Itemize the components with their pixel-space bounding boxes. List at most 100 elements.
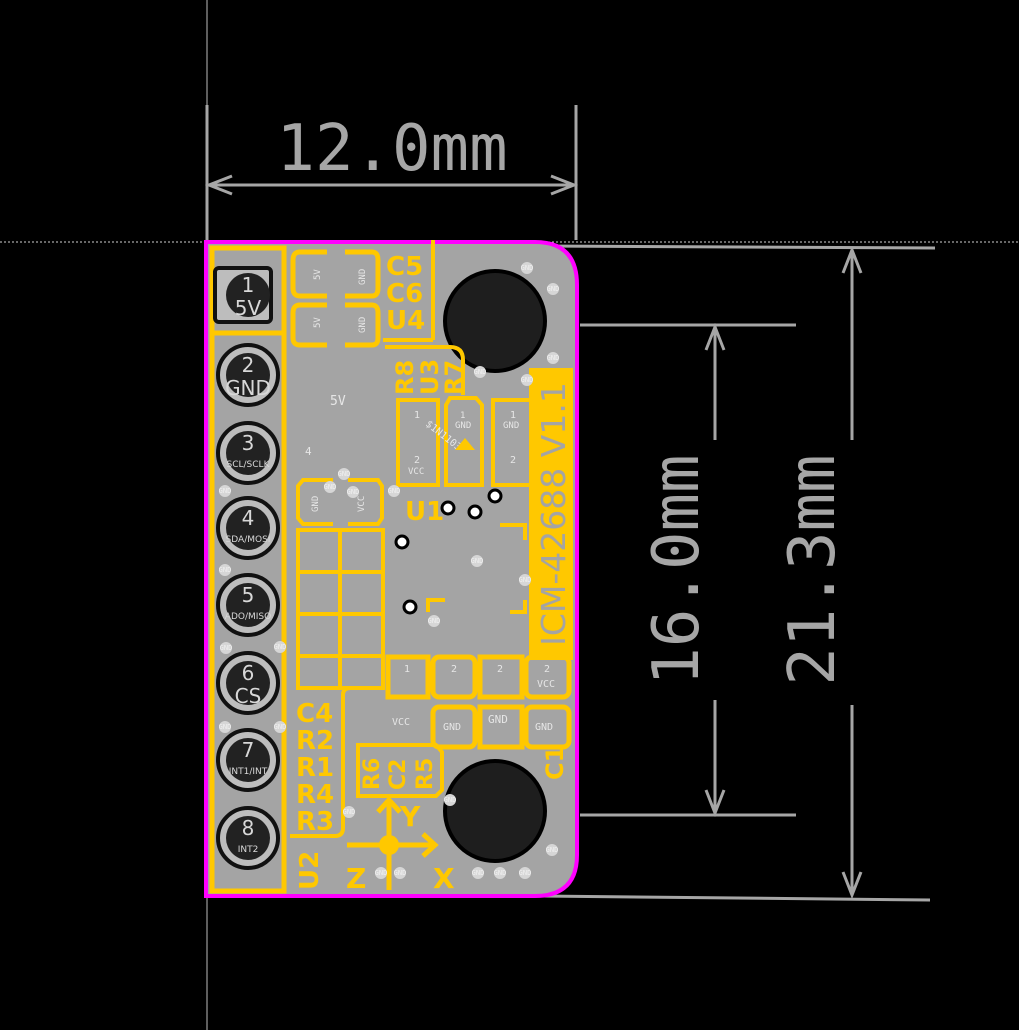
gnd-via[interactable]: GND (521, 262, 534, 274)
mounting-hole-bottom[interactable] (443, 759, 547, 863)
pin-number: 6 (242, 661, 255, 685)
via-net-label: GND (519, 869, 532, 877)
dimension-total-height[interactable] (539, 244, 936, 902)
header-pin-6[interactable]: 6CS (216, 651, 280, 715)
pin-number: 4 (242, 506, 255, 530)
pad-number: 1 (404, 664, 410, 675)
gnd-via[interactable]: GND (343, 806, 356, 818)
dimension-total-height-label: 21.3mm (776, 454, 850, 685)
gnd-via[interactable]: GND (338, 468, 351, 480)
pin-label: GND (225, 376, 271, 400)
via-pad[interactable] (274, 641, 286, 653)
u3-r7-r8-pads[interactable] (396, 396, 535, 487)
pin-drill-hole (226, 431, 270, 475)
c5-c6-pads[interactable] (290, 249, 381, 348)
gnd-via[interactable]: GND (428, 615, 441, 627)
via-net-label: GND (472, 869, 485, 877)
gnd-via[interactable]: GND (324, 481, 337, 493)
pad-number: 1 (510, 410, 516, 421)
gnd-via[interactable]: GND (494, 867, 507, 879)
gnd-via[interactable]: GND (547, 283, 560, 295)
header-pin-1[interactable]: 15V (213, 266, 273, 324)
vias[interactable] (394, 488, 503, 615)
via-pad[interactable] (547, 352, 559, 364)
gnd-via[interactable]: GND (220, 642, 233, 654)
via-pad[interactable] (519, 574, 531, 586)
gnd-via[interactable]: GND (219, 564, 232, 576)
gnd-via[interactable]: GND (474, 366, 487, 378)
via-pad[interactable] (338, 468, 350, 480)
bottom-passive-pads[interactable] (385, 654, 572, 750)
gnd-via[interactable]: GND (375, 867, 388, 879)
pin-label: ADO/MISO (225, 612, 271, 622)
via-net-label: GND (494, 869, 507, 877)
net-label: GND (311, 496, 321, 512)
gnd-vias[interactable]: GND GND GND GND GND GND GND GND GND GND GND GND GND G… (219, 262, 560, 879)
gnd-via[interactable]: GND (472, 867, 485, 879)
via-pad[interactable] (274, 721, 286, 733)
via-pad[interactable] (375, 867, 387, 879)
refdes-r5: R5 (413, 758, 438, 790)
board-outline[interactable] (204, 240, 579, 898)
silk-line (385, 345, 465, 395)
via-pad[interactable] (220, 642, 232, 654)
gnd-via[interactable]: GND (219, 485, 232, 497)
gnd-via[interactable]: GND (471, 555, 484, 567)
gnd-via[interactable]: GND (274, 641, 287, 653)
via-pad[interactable] (547, 283, 559, 295)
via-pad[interactable] (219, 485, 231, 497)
net-label: VCC (357, 496, 367, 512)
gnd-via[interactable]: GND (547, 352, 560, 364)
gnd-via[interactable]: GND (519, 867, 532, 879)
gnd-via[interactable]: GND (546, 844, 559, 856)
pin-label: INT1/INT (229, 767, 268, 777)
via-net-label: GND (428, 617, 441, 625)
gnd-via[interactable]: GND (347, 486, 360, 498)
via-pad[interactable] (546, 844, 558, 856)
pin-number: 5 (242, 583, 255, 607)
via-net-label: GND (343, 808, 356, 816)
dimension-inner-height[interactable] (580, 322, 796, 818)
gnd-via[interactable]: GND (274, 721, 287, 733)
via-pad[interactable] (519, 867, 531, 879)
via-pad[interactable] (472, 867, 484, 879)
via-pad[interactable] (474, 366, 486, 378)
dimension-width[interactable] (204, 105, 579, 240)
passive-pads-left[interactable] (296, 478, 385, 690)
via-pad[interactable] (388, 485, 400, 497)
net-label: GND (358, 317, 368, 333)
gnd-via[interactable]: GND (219, 721, 232, 733)
gnd-via[interactable]: GND (521, 374, 534, 386)
via-pad[interactable] (347, 486, 359, 498)
via-pad[interactable] (394, 867, 406, 879)
via-pad[interactable] (521, 374, 533, 386)
via-pad[interactable] (521, 262, 533, 274)
via-pad[interactable] (219, 564, 231, 576)
via-pad[interactable] (428, 615, 440, 627)
pin-number: 8 (242, 816, 255, 840)
net-label-5v: 5V (330, 394, 346, 409)
via-pad[interactable] (343, 806, 355, 818)
via-pad[interactable] (444, 794, 456, 806)
net-label: 5V (313, 317, 323, 328)
net-label: GND (488, 713, 508, 726)
gnd-via[interactable]: GND (519, 574, 532, 586)
gnd-via[interactable]: GND (388, 485, 401, 497)
via-net-label: GND (324, 483, 337, 491)
via-pad[interactable] (494, 867, 506, 879)
via-pad[interactable] (324, 481, 336, 493)
gnd-via[interactable]: GND (444, 794, 457, 806)
via-pad[interactable] (219, 721, 231, 733)
axis-origin-icon (379, 835, 399, 855)
via-pad[interactable] (471, 555, 483, 567)
refdes-r3: R3 (296, 807, 334, 837)
mounting-hole-top[interactable] (443, 269, 547, 373)
gnd-via[interactable]: GND (394, 867, 407, 879)
